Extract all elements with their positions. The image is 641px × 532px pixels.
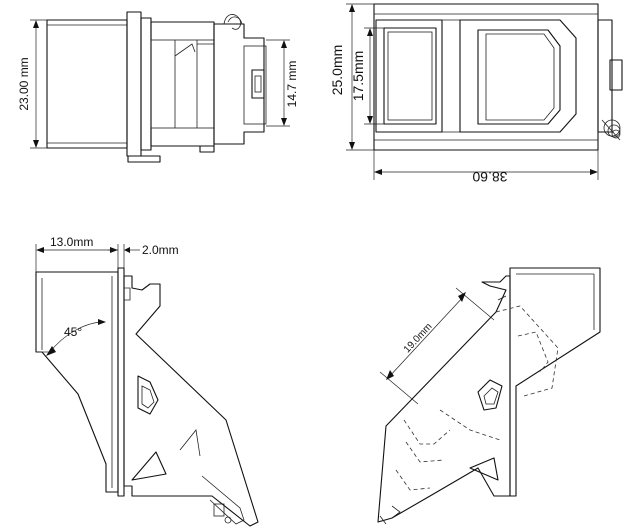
front-view — [30, 11, 290, 163]
side-view — [35, 244, 259, 527]
top-inner-height-label: 17.5mm — [350, 51, 366, 102]
side-angle-label: 45° — [64, 325, 82, 339]
top-width-label: 38.60 — [472, 169, 507, 185]
iso-length-label: 19.0mm — [402, 321, 435, 355]
side-depth-label: 13.0mm — [50, 235, 93, 249]
side-wall-label: 2.0mm — [142, 243, 179, 257]
section-view — [377, 267, 601, 525]
front-inner-height-label: 14.7 mm — [285, 61, 299, 108]
top-height-label: 25.0mm — [329, 45, 345, 96]
top-view — [346, 3, 623, 180]
front-height-label: 23.00 mm — [17, 57, 31, 110]
